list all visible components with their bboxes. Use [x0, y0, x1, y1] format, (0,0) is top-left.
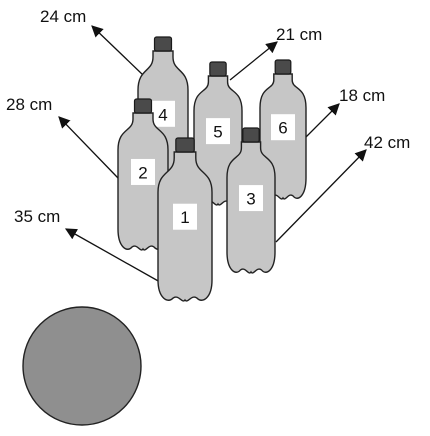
- distance-label-bottle-2: 28 cm: [6, 95, 52, 114]
- bottle-2: 2: [117, 98, 169, 251]
- bottle-2-number: 2: [138, 163, 147, 182]
- bottle-2-cap: [133, 98, 153, 114]
- bottle-2-tag: [131, 158, 155, 185]
- bottle-3-cap: [242, 127, 260, 143]
- bottle-1-number: 1: [180, 208, 189, 227]
- bottle-1: 1: [157, 137, 213, 302]
- distance-label-bottle-4: 24 cm: [40, 7, 86, 26]
- bottle-5-tag: [206, 118, 230, 145]
- distance-label-bottle-5: 21 cm: [276, 25, 322, 44]
- bottle-3: 3: [226, 127, 276, 274]
- bottle-3-tag: [239, 185, 263, 212]
- distance-label-bottle-1: 35 cm: [14, 207, 60, 226]
- bottle-1-cap: [175, 137, 195, 153]
- arrow-bottle-4: [91, 25, 144, 76]
- bottle-4-cap: [153, 36, 173, 52]
- ball: [22, 306, 142, 426]
- arrow-bottle-1: [64, 228, 161, 283]
- bottle-5-cap: [209, 61, 227, 77]
- distance-label-bottle-3: 42 cm: [364, 133, 410, 152]
- distance-label-bottle-6: 18 cm: [339, 86, 385, 105]
- bottle-6-cap: [274, 59, 292, 75]
- bottle-3-number: 3: [246, 190, 255, 209]
- bottle-4-tag: [151, 100, 175, 127]
- bottle-5-number: 5: [213, 123, 222, 142]
- bottle-6-tag: [271, 114, 295, 141]
- bottle-4-number: 4: [158, 105, 167, 124]
- bottle-6-number: 6: [278, 119, 287, 138]
- bottle-1-tag: [173, 203, 197, 230]
- arrow-bottle-5: [229, 41, 278, 81]
- arrow-bottle-6: [304, 103, 340, 139]
- arrow-bottle-3: [275, 149, 367, 243]
- arrow-bottle-2: [58, 116, 119, 179]
